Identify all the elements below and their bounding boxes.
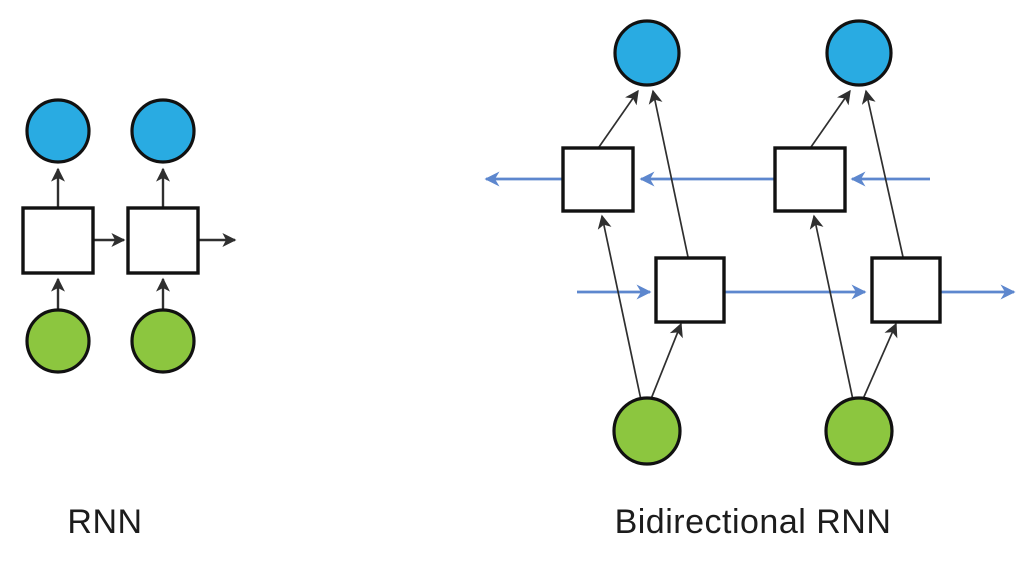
birnn-input-node-2 <box>824 396 894 466</box>
birnn-backward-hidden-node-1 <box>561 146 635 213</box>
rnn-hidden-node-1 <box>21 206 95 275</box>
bidirectional-rnn-diagram <box>484 19 1016 466</box>
rnn-label: RNN <box>67 503 143 541</box>
birnn-forward-hidden-node-1 <box>654 256 726 324</box>
birnn-edge-backward2-to-output2 <box>810 89 851 148</box>
bidirectional-rnn-label: Bidirectional RNN <box>614 503 892 541</box>
rnn-hidden-node-2 <box>126 206 200 275</box>
birnn-backward-hidden-node-2 <box>773 146 847 213</box>
rnn-input-node-2 <box>130 308 196 374</box>
birnn-edge-forward1-to-output1 <box>648 89 689 258</box>
birnn-input-node-1 <box>612 396 682 466</box>
birnn-forward-hidden-node-2 <box>870 256 942 324</box>
birnn-output-node-1 <box>613 19 681 87</box>
birnn-edge-input1-to-forward1 <box>650 322 683 400</box>
birnn-output-node-2 <box>825 19 893 87</box>
birnn-edge-input2-to-backward2 <box>809 214 854 401</box>
birnn-edge-backward1-to-output1 <box>598 89 639 148</box>
birnn-edge-forward2-to-output2 <box>861 89 904 258</box>
rnn-input-node-1 <box>25 308 91 374</box>
birnn-edge-input1-to-backward1 <box>597 214 642 401</box>
birnn-edge-input2-to-forward2 <box>862 322 898 400</box>
rnn-diagram <box>21 98 237 374</box>
rnn-output-node-1 <box>25 98 91 164</box>
rnn-output-node-2 <box>130 98 196 164</box>
